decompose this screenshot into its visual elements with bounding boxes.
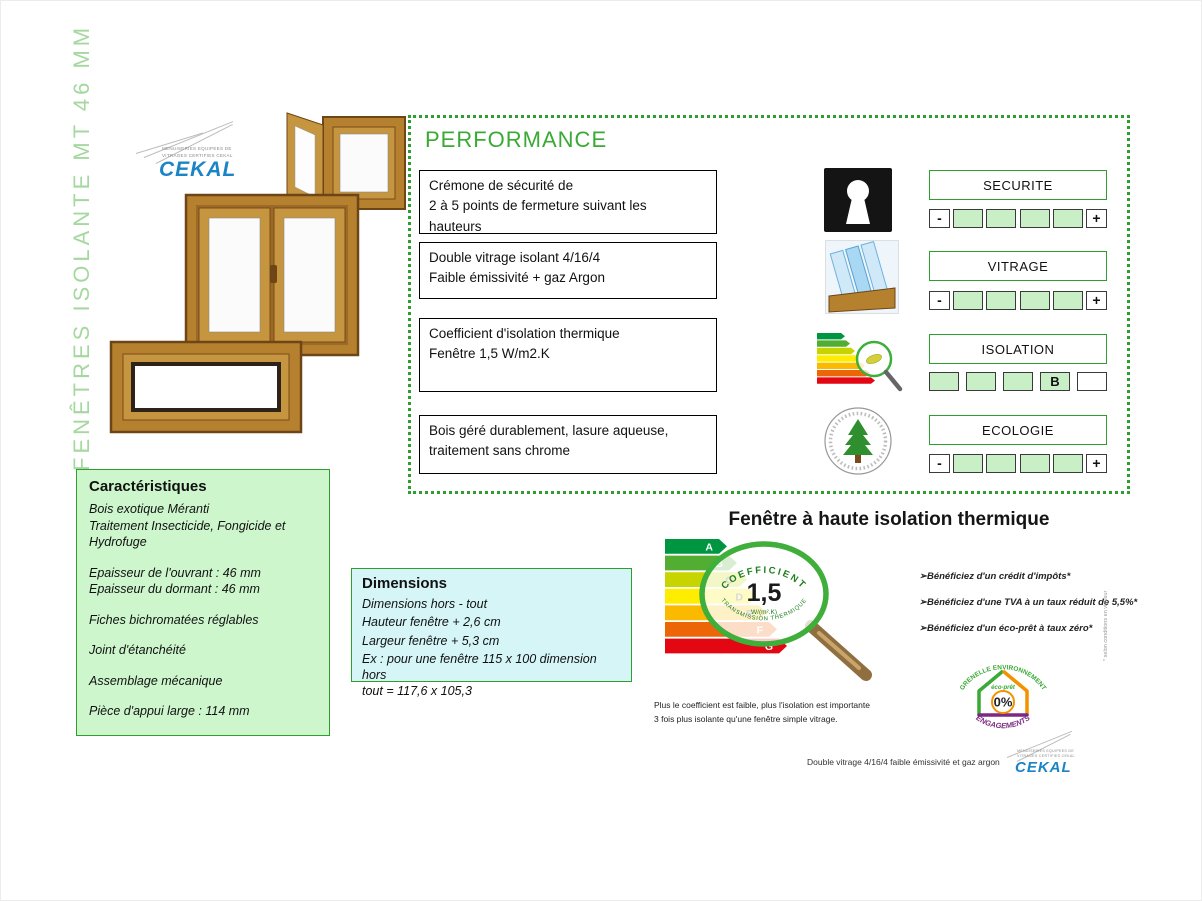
dimensions-title: Dimensions: [362, 575, 448, 592]
energy-letter: A: [705, 542, 713, 554]
characteristics-title: Caractéristiques: [89, 478, 207, 495]
coefficient-unit: W/(m².K): [751, 609, 777, 616]
rating-label-text: ISOLATION: [981, 341, 1055, 357]
rating-cell: [1003, 371, 1033, 391]
fixed-horizontal-window: [109, 340, 303, 434]
rating-row-isolation: B: [929, 371, 1107, 391]
rating-label-text: VITRAGE: [987, 258, 1049, 274]
rating-cell: [1019, 453, 1050, 473]
characteristic-line: Assemblage mécanique: [89, 673, 223, 688]
glazing-note: Double vitrage 4/16/4 faible émissivité …: [807, 757, 1000, 767]
performance-title: PERFORMANCE: [425, 127, 608, 152]
keyhole-security-icon: [824, 168, 892, 232]
rating-label-text: SECURITE: [983, 177, 1053, 193]
rating-row-securite: - +: [929, 208, 1107, 228]
dimension-line: Ex : pour une fenêtre 115 x 100 dimensio…: [362, 651, 597, 699]
rating-label-text: ECOLOGIE: [982, 422, 1054, 438]
energy-label-graphic: A B C D E F G COEFFICIENT 1,5 W/(m².K) T…: [665, 539, 872, 681]
rating-label-ecologie: ECOLOGIE: [929, 415, 1107, 445]
characteristic-line: Bois exotique Méranti Traitement Insecti…: [89, 502, 286, 549]
minus-box: -: [929, 208, 950, 228]
cekal-brand: CEKAL: [1015, 759, 1072, 776]
benefit-item: ➢Bénéficiez d'un crédit d'impôts*: [919, 571, 1071, 582]
rating-label-vitrage: VITRAGE: [929, 251, 1107, 281]
characteristics-panel: Caractéristiques Bois exotique Méranti T…: [76, 469, 330, 736]
product-windows-illustration: [109, 112, 406, 434]
rating-cell: [953, 453, 984, 473]
plus-box: +: [1085, 208, 1107, 228]
benefits-list: ➢Bénéficiez d'un crédit d'impôts* ➢Bénéf…: [919, 571, 1138, 649]
rating-grade-cell: B: [1040, 371, 1070, 391]
window-handle-icon: [270, 265, 277, 283]
characteristic-line: Fiches bichromatées réglables: [89, 612, 259, 627]
rating-cell: [1019, 290, 1050, 310]
cekal-caption: MENUISERIES EQUIPEES DE VITRAGES CERTIFI…: [162, 146, 233, 158]
cekal-caption: MENUISERIES EQUIPEES DE VITRAGES CERTIFI…: [1017, 749, 1075, 759]
performance-panel: PERFORMANCE Crémone de sécurité de 2 à 5…: [408, 115, 1130, 494]
feature-box-security: Crémone de sécurité de 2 à 5 points de f…: [419, 170, 717, 234]
dimension-line: Largeur fenêtre + 5,3 cm: [362, 633, 500, 648]
energy-letter: G: [765, 641, 773, 653]
minus-box: -: [929, 453, 950, 473]
rating-cell: [929, 371, 959, 391]
dimension-line: Dimensions hors - tout: [362, 597, 488, 611]
vertical-product-title: FENÊTRES ISOLANTE MT 46 MM: [69, 23, 94, 471]
insulation-rating-icon: [817, 333, 903, 392]
grenelle-eco-pret-logo: GRENELLE ENVIRONNEMENT éco-prêt 0% ENGAG…: [959, 664, 1047, 730]
rating-cell: [986, 290, 1017, 310]
benefit-item: ➢Bénéficiez d'un éco-prêt à taux zéro*: [919, 623, 1093, 634]
coefficient-value: 1,5: [747, 579, 782, 607]
cekal-logo-top: MENUISERIES EQUIPEES DE VITRAGES CERTIFI…: [135, 121, 241, 187]
dimensions-panel: Dimensions Dimensions hors - tout Hauteu…: [351, 568, 632, 698]
rating-cell: [1052, 290, 1083, 310]
magnifier: COEFFICIENT 1,5 W/(m².K) TRANSMISSION TH…: [699, 541, 872, 681]
rating-cell: [986, 208, 1017, 228]
rating-cell: [1019, 208, 1050, 228]
dimension-line: Hauteur fenêtre + 2,6 cm: [362, 615, 501, 630]
cekal-logo-bottom: MENUISERIES EQUIPEES DE VITRAGES CERTIFI…: [1001, 730, 1081, 787]
feature-box-ecology: Bois géré durablement, lasure aqueuse, t…: [419, 415, 717, 474]
eco-pret-value: 0%: [994, 695, 1013, 710]
eco-pret-banner: éco-prêt: [991, 685, 1016, 691]
minus-box: -: [929, 290, 950, 310]
rating-row-ecologie: - +: [929, 453, 1107, 473]
footnote-vertical: * selon conditions en vigueur: [1103, 590, 1109, 661]
rating-label-isolation: ISOLATION: [929, 334, 1107, 364]
rating-cell: [953, 290, 984, 310]
characteristic-line: Pièce d'appui large : 114 mm: [89, 704, 250, 718]
feature-box-glazing: Double vitrage isolant 4/16/4 Faible émi…: [419, 242, 717, 299]
cekal-brand: CEKAL: [159, 158, 237, 181]
benefit-item: ➢Bénéficiez d'une TVA à un taux réduit d…: [919, 597, 1138, 608]
feature-box-insulation: Coefficient d'isolation thermique Fenêtr…: [419, 318, 717, 392]
rating-cell: [1052, 208, 1083, 228]
rating-cell: [966, 371, 996, 391]
rating-row-vitrage: - +: [929, 290, 1107, 310]
rating-cell: [953, 208, 984, 228]
characteristic-line: Joint d'étanchéité: [89, 643, 186, 657]
rating-label-securite: SECURITE: [929, 170, 1107, 200]
rating-cell: [1077, 371, 1107, 391]
rating-cell: [986, 453, 1017, 473]
characteristic-line: Epaisseur de l'ouvrant : 46 mm Epaisseur…: [89, 565, 261, 597]
main-double-window: [184, 193, 360, 357]
plus-box: +: [1085, 453, 1107, 473]
rating-cell: [1052, 453, 1083, 473]
plus-box: +: [1085, 290, 1107, 310]
double-glazing-icon: [825, 240, 899, 314]
open-window: [286, 112, 406, 210]
eco-certification-icon: [824, 407, 892, 475]
energy-label-caption: Plus le coefficient est faible, plus l'i…: [654, 700, 870, 724]
page-title: Fenêtre à haute isolation thermique: [728, 509, 1050, 530]
